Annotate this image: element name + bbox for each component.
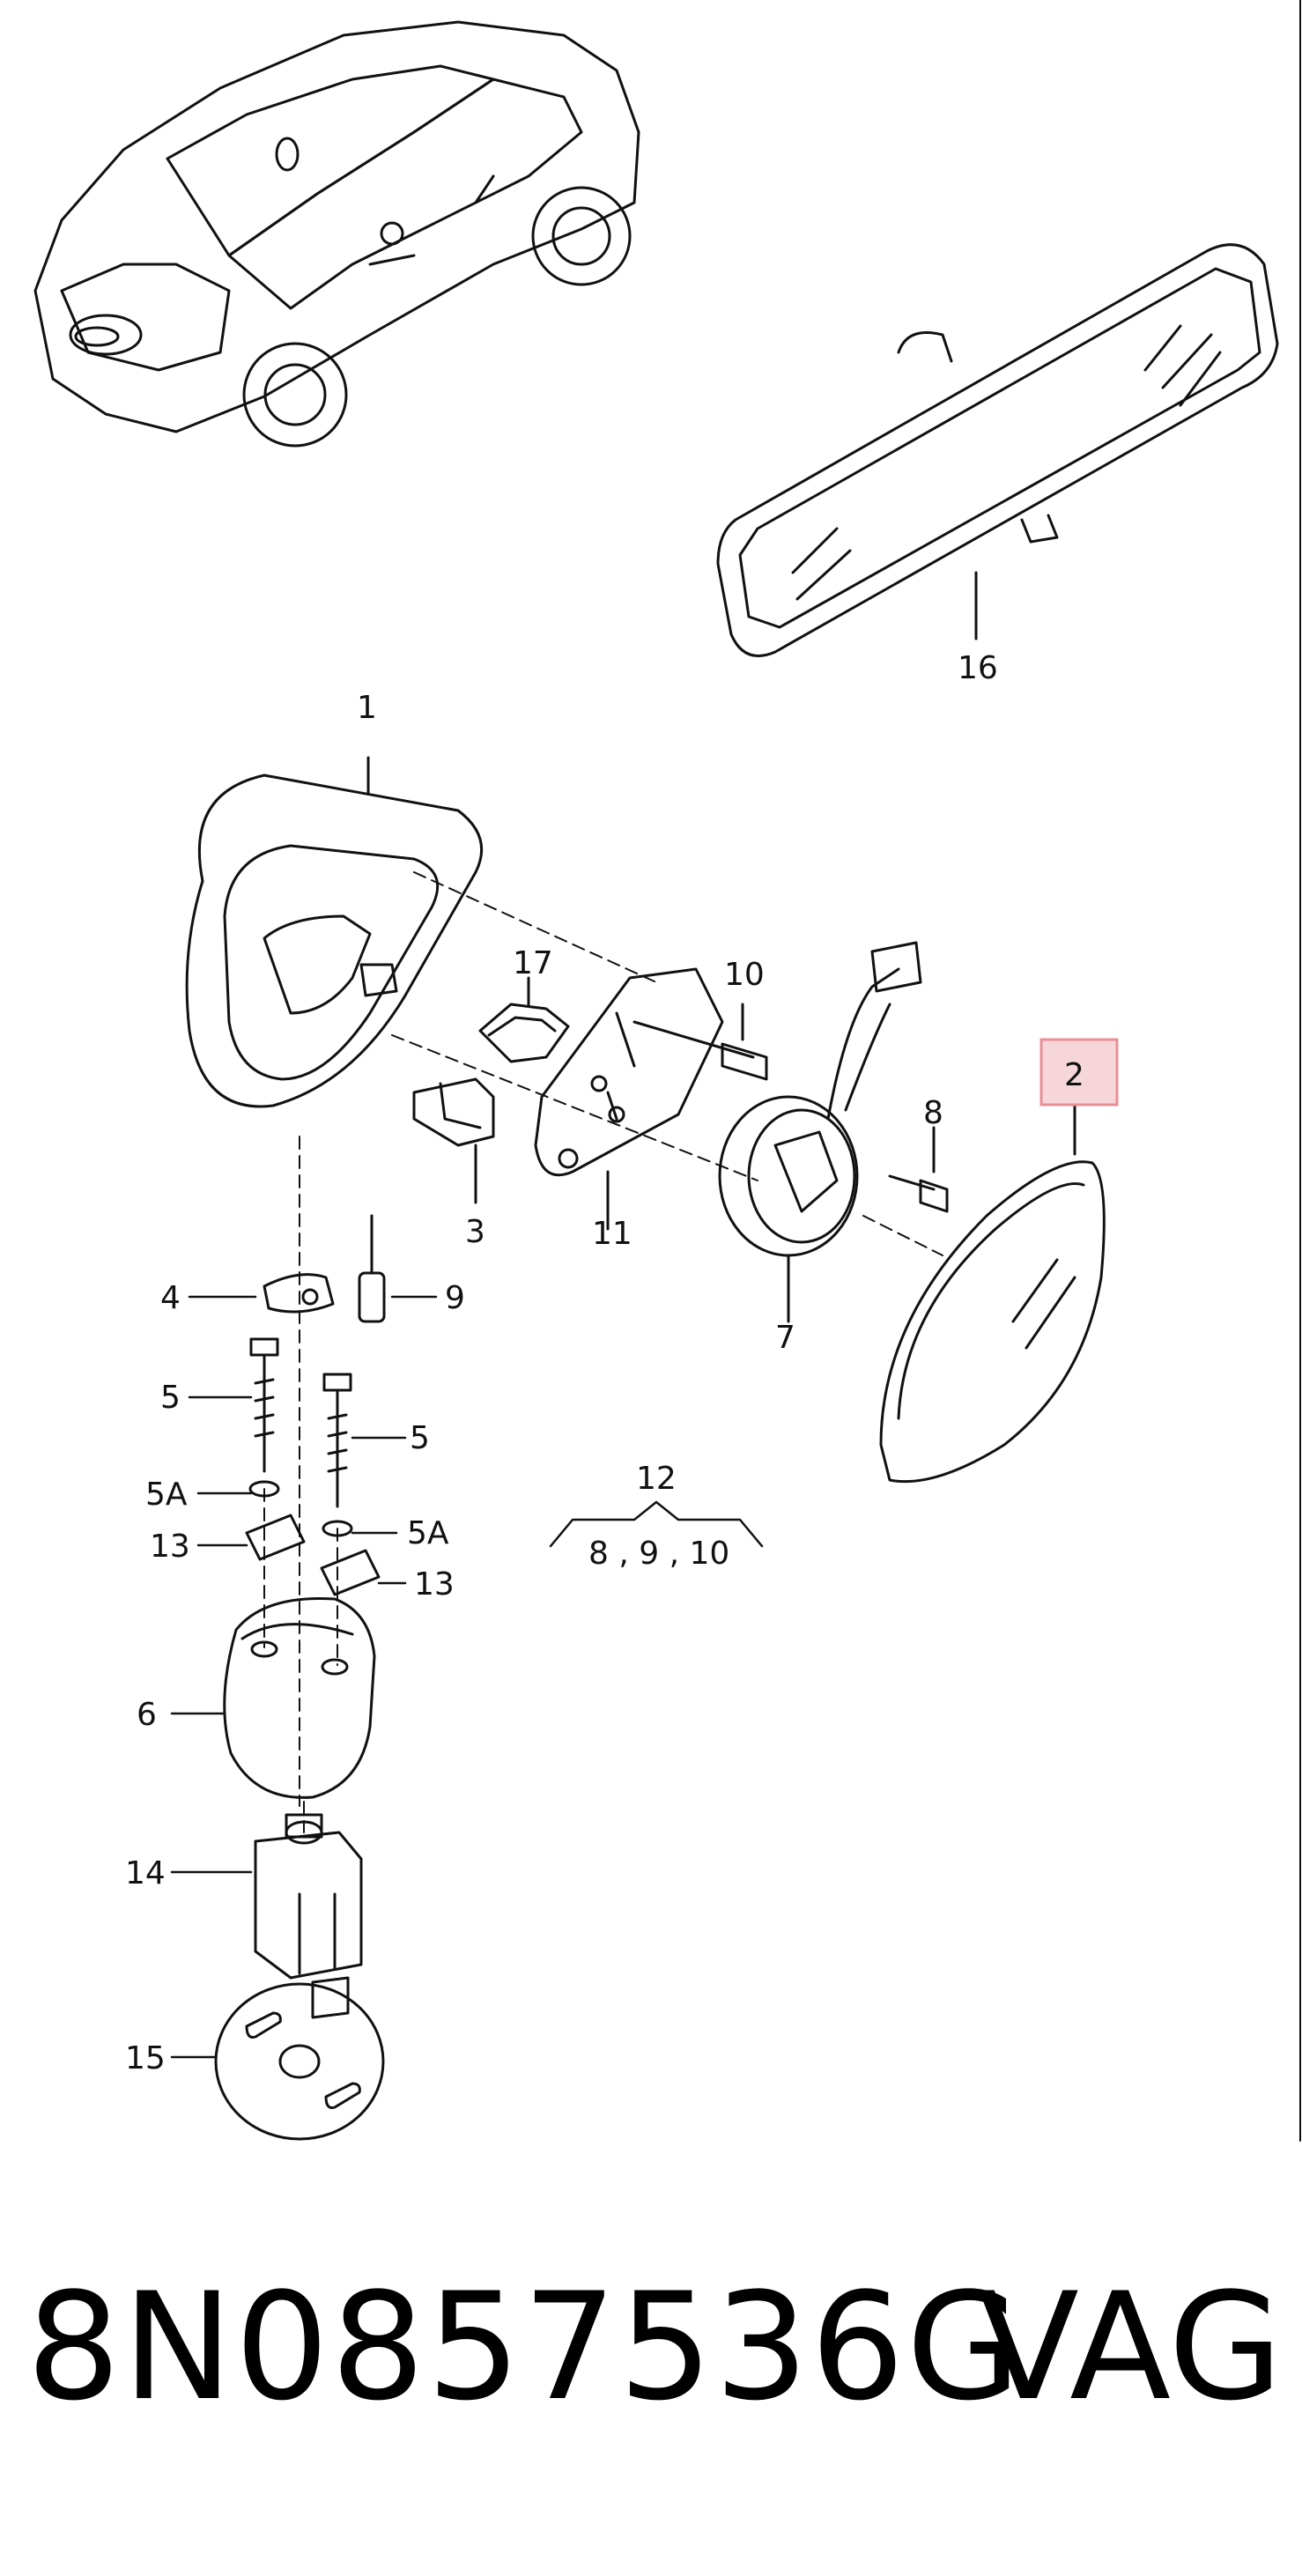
part-17-wire-clip [478, 976, 570, 1063]
part-14-base-mount [254, 1813, 363, 2019]
rear-view-mirror [716, 243, 1279, 657]
callout-5-right: 5 [410, 1420, 430, 1456]
callout-12: 12 [636, 1461, 677, 1497]
callout-5A-right: 5A [407, 1515, 449, 1551]
car-illustration [33, 20, 640, 448]
callout-5A-left: 5A [145, 1477, 188, 1513]
callout-17: 17 [513, 945, 553, 981]
part-number: 8N0857536G [26, 2261, 1023, 2433]
mirror-housing [185, 756, 484, 1108]
callout-9: 9 [445, 1280, 465, 1316]
part-3-clip [412, 1077, 495, 1204]
callout-15: 15 [125, 2040, 166, 2076]
callout-14: 14 [125, 1855, 166, 1891]
callout-13-right: 13 [414, 1566, 455, 1603]
highlight-box [1039, 1038, 1119, 1107]
assembly-lines [263, 871, 943, 1833]
part-10-screw [633, 1003, 768, 1081]
callout-7: 7 [775, 1320, 795, 1356]
callout-10: 10 [724, 957, 765, 993]
part-9-screw [358, 1214, 386, 1323]
callout-5-left: 5 [160, 1380, 181, 1416]
brand-label: VAG [978, 2261, 1284, 2433]
part-4-clip-ring [263, 1273, 335, 1314]
part-15-gasket [214, 1982, 385, 2141]
leader-lines [170, 1295, 764, 2059]
callout-3: 3 [465, 1214, 485, 1250]
part-2-mirror-glass [879, 1104, 1106, 1484]
part-5-screws [249, 1337, 352, 1508]
part-11-bracket [534, 967, 724, 1231]
callout-11: 11 [592, 1216, 633, 1252]
callout-6: 6 [137, 1697, 157, 1733]
callout-13-left: 13 [150, 1529, 190, 1565]
callout-8: 8 [923, 1095, 943, 1131]
callout-1: 1 [357, 690, 377, 726]
callout-16: 16 [958, 650, 998, 686]
callout-12-subparts: 8 , 9 , 10 [588, 1536, 729, 1572]
callout-2: 2 [1064, 1057, 1084, 1093]
part-8-screw [888, 1126, 949, 1213]
part-7-actuator [718, 941, 922, 1323]
callout-4: 4 [160, 1280, 181, 1316]
part-5A-washers [245, 1480, 381, 1596]
